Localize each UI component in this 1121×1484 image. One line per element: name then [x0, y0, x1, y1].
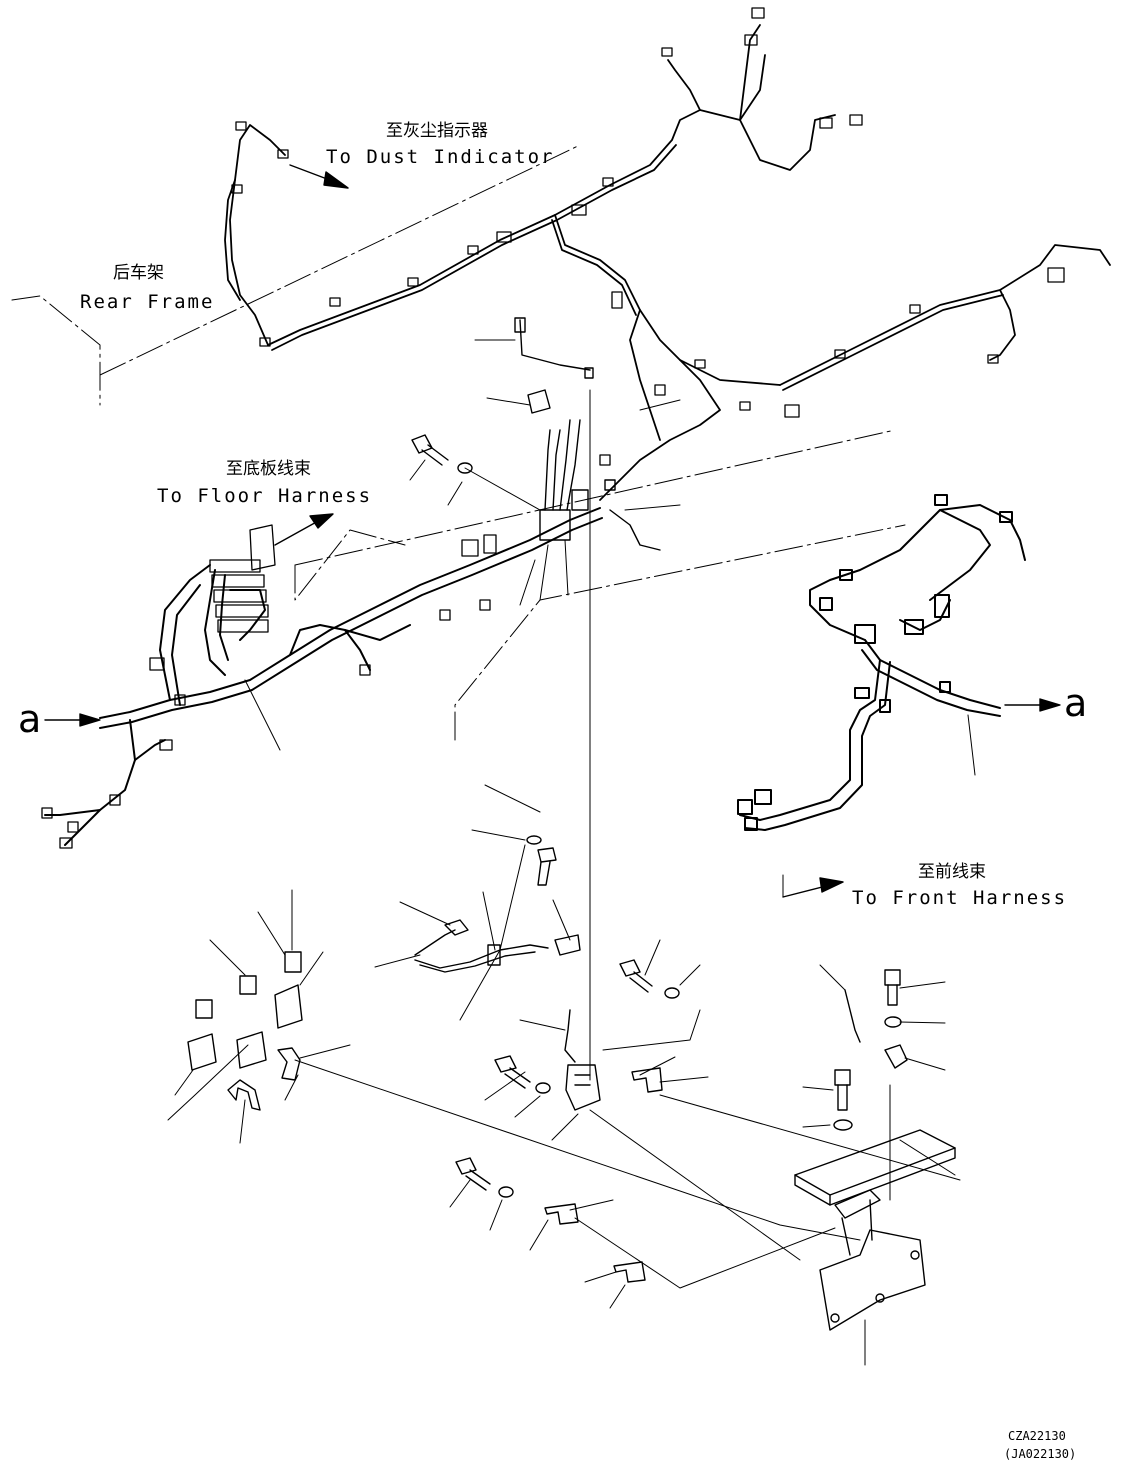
junction-cluster [514, 317, 661, 551]
rear-frame-label-cn: 后车架 [113, 263, 164, 283]
front-harness-label-cn: 至前线束 [918, 862, 986, 882]
reference-marker-right: a [1064, 681, 1088, 725]
lower-parts [187, 434, 956, 1331]
upper-connectors [231, 7, 1065, 466]
rear-frame-label-en: Rear Frame [80, 291, 215, 313]
upper-harness [224, 24, 1111, 501]
dust-indicator-label-en: To Dust Indicator [326, 146, 555, 168]
drawing-code-secondary: (JA022130) [1004, 1447, 1077, 1461]
floor-harness [44, 507, 603, 846]
direction-arrows [44, 164, 1061, 898]
floor-connector-bundle [41, 524, 497, 849]
front-harness [737, 494, 1026, 831]
leader-lines [167, 339, 976, 1366]
drawing-code-primary: CZA22130 [1008, 1429, 1066, 1443]
frame-outline [11, 144, 906, 741]
floor-harness-label-cn: 至底板线束 [226, 459, 311, 479]
front-harness-label-en: To Front Harness [852, 887, 1068, 909]
reference-marker-left: a [18, 697, 42, 741]
floor-harness-label-en: To Floor Harness [157, 485, 373, 507]
dust-indicator-label-cn: 至灰尘指示器 [386, 121, 488, 141]
